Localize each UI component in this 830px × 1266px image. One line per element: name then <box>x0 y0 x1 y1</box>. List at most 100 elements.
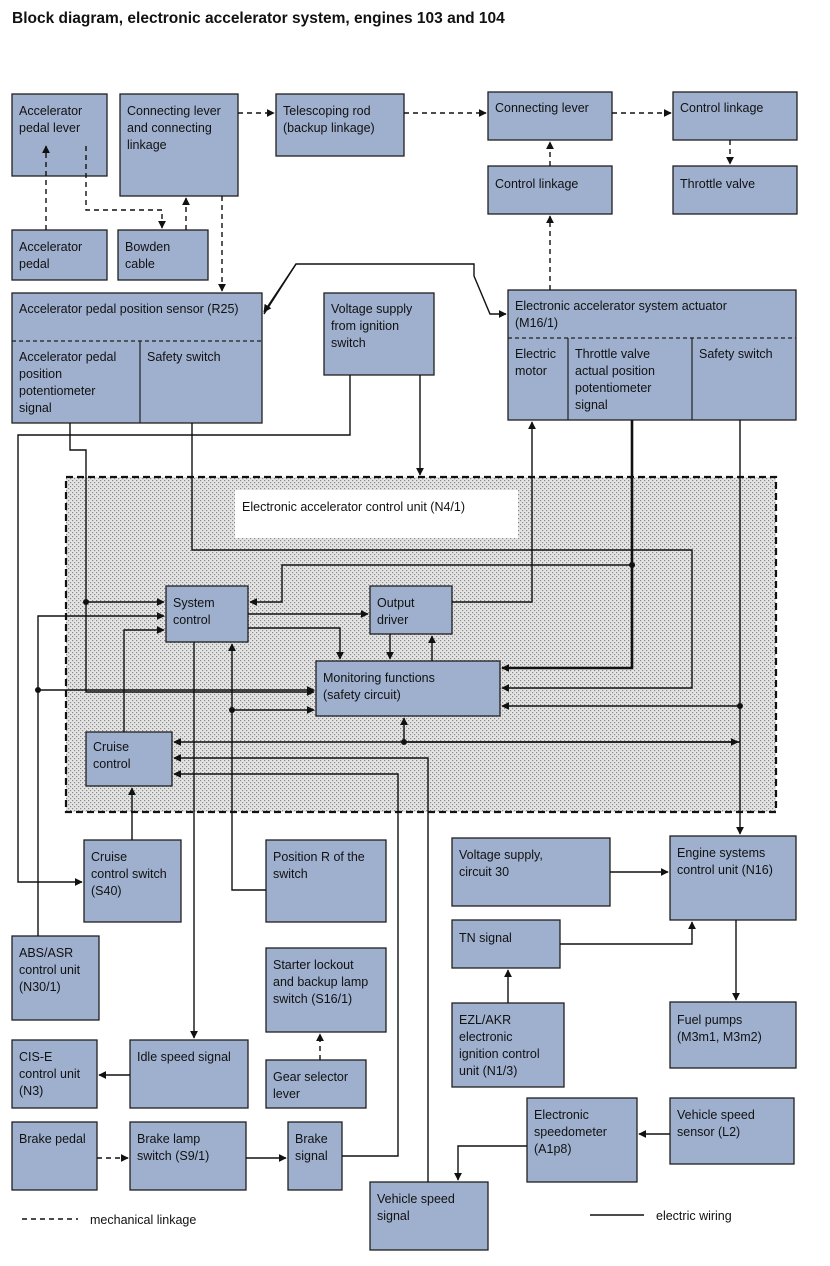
pedal-position-sensor-box <box>11 292 263 424</box>
legend-mechanical-label: mechanical linkage <box>90 1213 196 1227</box>
label-actuator: Electronic accelerator system actuator(M… <box>515 299 727 330</box>
accelerator-pedal-box <box>11 229 108 281</box>
label-control-linkage-top: Control linkage <box>680 101 763 115</box>
wire-vehicle-speed-up <box>173 754 429 1182</box>
tn-signal-box <box>451 919 561 969</box>
connecting-lever-linkage-box <box>119 93 239 197</box>
wire-speedo-to-signal <box>454 1145 527 1181</box>
cis-e-box <box>11 1039 98 1109</box>
engine-control-unit-box <box>669 835 797 921</box>
control-linkage-mid-box <box>487 165 613 215</box>
wire-voltage-to-cruise-switch <box>17 375 351 886</box>
wire-safety-switch <box>191 423 693 692</box>
junction-dot <box>401 739 407 745</box>
label-fuel-pumps: Fuel pumps(M3m1, M3m2) <box>677 1013 762 1044</box>
abs-asr-box <box>11 935 100 1021</box>
control-linkage-top-box <box>672 91 798 141</box>
cruise-control-switch-box <box>83 839 182 923</box>
wire-sensor-signal <box>69 423 315 696</box>
brake-pedal-box <box>11 1121 98 1191</box>
legend: mechanical linkage electric wiring <box>22 1209 732 1227</box>
connecting-lever-box <box>487 91 613 141</box>
junction-dot <box>737 703 743 709</box>
control-unit-area <box>64 475 778 814</box>
electronic-speedometer-box <box>526 1097 638 1183</box>
link-lever-to-bowden <box>85 146 166 229</box>
legend-electric-label: electric wiring <box>656 1209 732 1223</box>
label-idle-speed: Idle speed signal <box>137 1050 231 1064</box>
wire-output-to-motor <box>452 421 536 603</box>
wire-cruise-to-system <box>123 626 165 732</box>
accelerator-pedal-lever-box <box>11 93 108 177</box>
ezl-akr-box <box>451 1002 565 1088</box>
wire-system-to-monitor <box>248 627 344 660</box>
actuator-box <box>507 289 797 421</box>
wire-throttle-to-system <box>249 564 632 606</box>
label-voltage-30: Voltage supply,circuit 30 <box>459 848 543 879</box>
cruise-control-box <box>85 731 173 787</box>
fuel-pumps-box <box>669 1001 797 1069</box>
vehicle-speed-sensor-box <box>669 1097 795 1165</box>
monitoring-functions-box <box>315 660 501 717</box>
label-sensor-safety-switch: Safety switch <box>147 350 221 364</box>
control-unit-label-box <box>235 490 518 538</box>
junction-dot <box>629 562 635 568</box>
diagram-title: Block diagram, electronic accelerator sy… <box>12 10 505 27</box>
label-connecting-lever: Connecting lever <box>495 101 589 115</box>
throttle-valve-box <box>672 165 798 215</box>
gear-selector-box <box>265 1059 367 1109</box>
wire-tn-to-engine <box>560 921 696 945</box>
label-control-linkage-mid: Control linkage <box>495 177 578 191</box>
starter-lockout-box <box>265 947 387 1033</box>
brake-signal-box <box>287 1121 343 1191</box>
brake-lamp-switch-box <box>129 1121 247 1191</box>
junction-dot <box>83 599 89 605</box>
position-r-box <box>265 839 387 923</box>
label-monitoring: Monitoring functions(safety circuit) <box>323 671 435 702</box>
label-actuator-safety-switch: Safety switch <box>699 347 773 361</box>
wire-throttle-signal <box>501 420 634 672</box>
label-throttle-valve: Throttle valve <box>680 177 755 191</box>
label-telescoping-rod: Telescoping rod(backup linkage) <box>283 104 375 135</box>
voltage-supply-ignition-box <box>323 292 435 376</box>
label-control-unit: Electronic accelerator control unit (N4/… <box>242 500 465 514</box>
system-control-box <box>165 585 249 643</box>
label-tn-signal: TN signal <box>459 931 512 945</box>
vehicle-speed-signal-box <box>369 1181 489 1251</box>
wire-into-sensor <box>263 263 297 313</box>
label-brake-pedal: Brake pedal <box>19 1132 86 1146</box>
telescoping-rod-box <box>275 93 405 157</box>
wire-abs-line <box>37 612 165 936</box>
label-pedal-position-sensor: Accelerator pedal position sensor (R25) <box>19 302 239 316</box>
idle-speed-box <box>129 1039 249 1109</box>
output-driver-box <box>369 585 453 635</box>
voltage-supply-30-box <box>451 837 611 907</box>
wire-brake-signal-up <box>173 770 399 1157</box>
junction-dot <box>229 707 235 713</box>
wire-posr-to-system <box>228 643 266 891</box>
